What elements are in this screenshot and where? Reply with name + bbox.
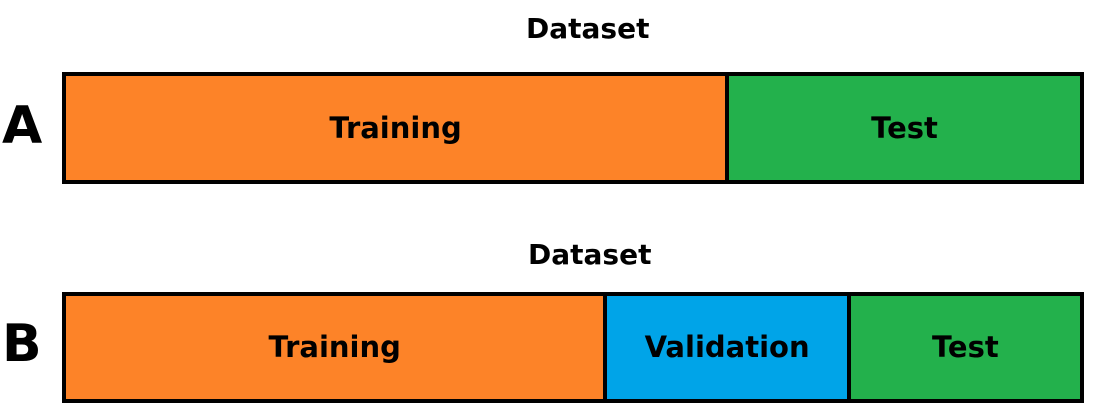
panel-a-test-segment: Test xyxy=(725,76,1080,180)
panel-b-test-label: Test xyxy=(932,330,999,364)
panel-a-letter: A xyxy=(2,96,43,156)
panel-b-training-label: Training xyxy=(268,330,401,364)
panel-b-split-bar: Training Validation Test xyxy=(62,292,1084,403)
panel-b-training-segment: Training xyxy=(66,296,604,399)
panel-a-training-segment: Training xyxy=(66,76,726,180)
panel-a-split-bar: Training Test xyxy=(62,72,1084,184)
panel-a-title: Dataset xyxy=(526,12,650,45)
panel-b-validation-segment: Validation xyxy=(603,296,847,399)
panel-b-letter: B xyxy=(2,314,42,374)
panel-b-validation-label: Validation xyxy=(644,330,810,364)
panel-b-title: Dataset xyxy=(528,238,652,271)
panel-b-test-segment: Test xyxy=(846,296,1080,399)
panel-a-test-label: Test xyxy=(871,110,938,145)
panel-a-training-label: Training xyxy=(329,110,462,145)
